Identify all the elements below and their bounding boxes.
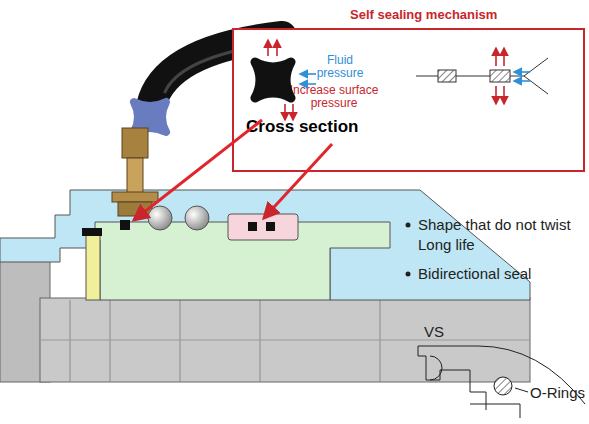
- feature-bullet: Bidirectional seal: [418, 264, 588, 284]
- pipe-body: [40, 298, 530, 382]
- pipe-edge: [70, 300, 71, 382]
- part-label: O-Rings: [530, 383, 589, 403]
- pipe-edge: [180, 300, 181, 382]
- seal: [120, 220, 130, 230]
- ball: [148, 206, 172, 230]
- pipe-edge: [380, 300, 381, 382]
- inset-title: VS: [424, 322, 464, 342]
- seal: [248, 222, 257, 231]
- feature-bullet: Shape that do not twist Long life: [418, 215, 589, 254]
- cross-section-caption: Cross section: [246, 118, 358, 137]
- bolt-nut: [112, 192, 158, 202]
- pipe-edge: [110, 300, 111, 382]
- fluid-pressure-note: Fluid pressure: [312, 54, 368, 80]
- surface-pressure-note: Increase surface pressure: [282, 84, 386, 110]
- o-ring-section: [494, 377, 512, 395]
- pipe-edge: [260, 300, 261, 382]
- callout-box: Self sealing mechanismFluid pressureIncr…: [232, 28, 585, 172]
- bullet: [406, 223, 411, 228]
- bullet: [406, 272, 411, 277]
- seal: [266, 222, 275, 231]
- pipe-edge: [40, 340, 530, 341]
- seal: [82, 228, 102, 236]
- ball: [185, 206, 209, 230]
- liner-strip: [86, 232, 100, 300]
- seal-ring: [228, 214, 298, 240]
- bolt-shank: [127, 158, 143, 194]
- callout-title: Self sealing mechanism: [350, 8, 497, 22]
- bolt-head: [122, 128, 148, 158]
- vs-inset-drawing: [418, 346, 585, 418]
- bolt-nut: [118, 202, 152, 216]
